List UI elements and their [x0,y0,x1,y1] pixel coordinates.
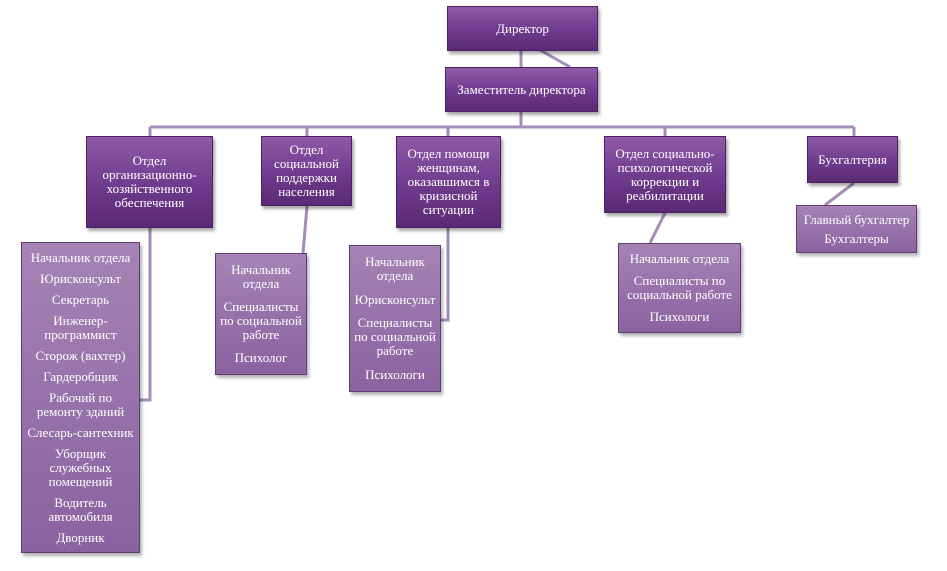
connector-dept-2-staff [301,205,309,254]
staff-item: Слесарь-сантехник [27,424,134,440]
staff-item: Начальник отдела [231,261,291,291]
staff-item: Начальник отдела [629,251,730,266]
department-title: Отдел социально-психологической коррекци… [615,145,715,203]
staff-list-1: Начальник отдела Юрисконсульт Секретарь … [21,242,140,553]
department-box-3: Отдел помощи женщинам, оказавшимся в кри… [396,136,501,228]
staff-item: Специалисты по социальной работе [354,315,436,359]
deputy-director-box: Заместитель директора [445,67,598,112]
staff-item: Водитель автомобиля [48,494,113,524]
staff-list-2: Начальник отдела Специалисты по социальн… [215,253,307,375]
staff-item: Уборщик служебных помещений [48,445,113,489]
staff-item: Специалисты по социальной работе [220,298,302,342]
department-title: Бухгалтерия [818,151,887,167]
department-box-2: Отдел социальной поддержки населения [261,136,352,206]
staff-item: Инженер-программист [44,312,117,342]
department-box-1: Отдел организационно-хозяйственного обес… [86,136,213,228]
staff-item: Бухгалтеры [824,230,889,246]
staff-item: Юрисконсульт [40,270,121,286]
staff-item: Гардеробщик [43,368,118,384]
connector-dept-4-staff [648,212,667,244]
staff-item: Психологи [365,367,425,383]
staff-item: Юрисконсульт [354,291,436,307]
connector-director-deputy-diagonal [539,48,571,69]
staff-item: Дворник [56,529,105,545]
department-box-4: Отдел социально-психологической коррекци… [604,136,726,213]
staff-list-4: Начальник отдела Специалисты по социальн… [618,243,741,333]
staff-item: Начальник отдела [365,253,425,283]
department-title: Отдел социальной поддержки населения [274,142,339,199]
director-label: Директор [496,20,549,36]
director-box: Директор [447,6,598,51]
staff-item: Сторож (вахтер) [35,347,126,363]
deputy-director-label: Заместитель директора [457,81,586,97]
staff-list-5: Главный бухгалтер Бухгалтеры [796,205,917,253]
staff-item: Психологи [649,309,710,324]
connector-dept-3-staff [440,228,450,322]
staff-item: Секретарь [51,291,110,307]
staff-item: Главный бухгалтер [803,211,910,227]
staff-list-3: Начальник отдела Юрисконсульт Специалист… [349,245,441,392]
department-title: Отдел помощи женщинам, оказавшимся в кри… [407,146,490,217]
staff-item: Рабочий по ремонту зданий [36,389,125,419]
staff-item: Психолог [234,350,288,366]
department-title: Отдел организационно-хозяйственного обес… [102,153,197,210]
staff-item: Специалисты по социальной работе [627,273,732,302]
staff-item: Начальник отдела [30,249,131,265]
department-box-5: Бухгалтерия [807,136,898,183]
connector-dept-5-staff [824,181,855,207]
connector-dept-1-staff [140,228,152,402]
